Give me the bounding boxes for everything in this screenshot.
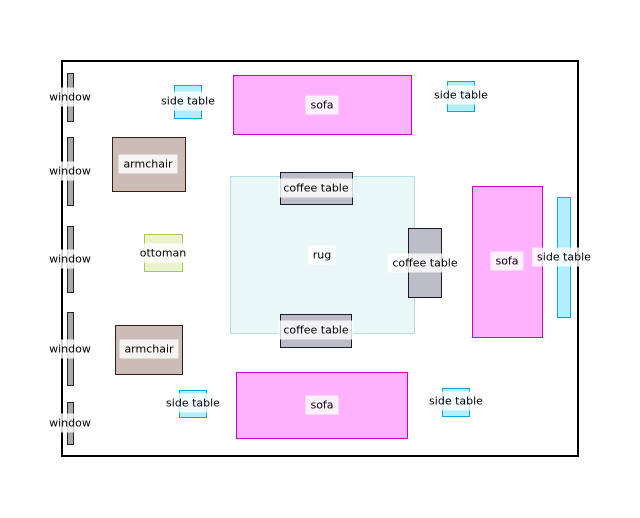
armchair-bottom-label: armchair: [119, 339, 179, 359]
window-5-label: window: [44, 413, 96, 433]
window-2-label: window: [44, 161, 96, 181]
sofa-bottom-label: sofa: [305, 395, 339, 415]
armchair-top-label: armchair: [118, 154, 178, 174]
sofa-top-label: sofa: [305, 95, 339, 115]
side-table-right-label: side table: [532, 247, 596, 267]
side-table-top-left-label: side table: [156, 91, 220, 111]
sofa-right-label: sofa: [490, 251, 524, 271]
coffee-table-right-label: coffee table: [387, 253, 463, 273]
window-4-label: window: [44, 339, 96, 359]
side-table-top-right-label: side table: [429, 85, 493, 105]
coffee-table-top-label: coffee table: [278, 178, 354, 198]
side-table-bottom-right-label: side table: [424, 391, 488, 411]
side-table-bottom-left-label: side table: [161, 393, 225, 413]
window-1-label: window: [44, 87, 96, 107]
rug-label: rug: [307, 245, 337, 265]
ottoman-label: ottoman: [134, 243, 192, 263]
window-3-label: window: [44, 249, 96, 269]
coffee-table-bottom-label: coffee table: [278, 320, 354, 340]
